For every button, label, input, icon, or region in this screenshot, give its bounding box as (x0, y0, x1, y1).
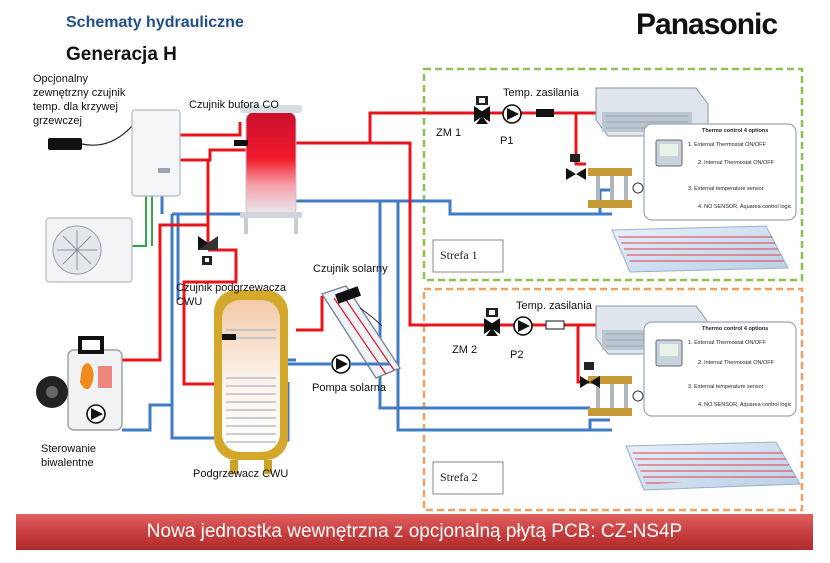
zone1-pump-label: P1 (500, 135, 514, 147)
dhw-tank-label: Podgrzewacz CWU (193, 468, 289, 480)
zone2-frame (422, 287, 804, 512)
zone1-flow-sensor (536, 109, 554, 117)
zone2-label-box (432, 461, 504, 495)
outdoor-sensor-label: Opcjonalny zewnętrzny czujnik temp. dla … (33, 72, 125, 128)
buffer-sensor (234, 140, 248, 146)
zone1-thermo-option-3: 3. External temperature sensor (688, 186, 764, 192)
footer-banner: Nowa jednostka wewnętrzna z opcjonalną p… (16, 514, 813, 550)
bivalent-label-line1: Sterowanie (41, 443, 97, 455)
outdoor-sensor-label-line4: grzewczej (33, 115, 82, 127)
dhw-sensor-label-line1: Czujnik podgrzewacza (176, 282, 287, 294)
bivalent-label: Sterowanie biwalentne (41, 442, 96, 470)
zone1-pump (502, 104, 522, 124)
zone1-manifold (566, 154, 644, 208)
zone1-thermo-option-1: 1. External Thermostat ON/OFF (688, 142, 766, 148)
zone2-label: Strefa 2 (440, 470, 478, 484)
generation-title: Generacja H (66, 44, 177, 65)
bivalent-boiler (36, 336, 123, 431)
zone2-flow-sensor (545, 320, 565, 330)
diverter-valve (198, 236, 218, 265)
zone1-mixing-valve (474, 96, 490, 124)
zone2-manifold (580, 362, 644, 416)
solar-collector (320, 285, 402, 379)
buffer-tank (245, 111, 297, 217)
solar-pump-label: Pompa solarna (312, 382, 386, 394)
indoor-unit (131, 109, 181, 197)
signal-lines (130, 196, 153, 247)
zone2-thermo-title: Thermo control 4 options (702, 326, 769, 332)
zone1-flow-temp-label: Temp. zasilania (503, 87, 579, 99)
zone2-mixer-label: ZM 2 (452, 344, 478, 356)
zone1-thermo-option-4: 4. NO SENSOR, Aquarea control logic (698, 204, 792, 210)
solar-pump (331, 354, 351, 374)
zone2-pump-label: P2 (510, 349, 524, 361)
zone2-pump (513, 316, 533, 336)
zone2-thermo-option-2: 2. Internal Thermostat ON/OFF (698, 360, 775, 366)
dhw-sensor-label-line2: CWU (176, 296, 203, 308)
zone1-floor-heating (611, 225, 789, 273)
zone2-flow-temp-label: Temp. zasilania (516, 300, 592, 312)
zone2-floor-heating (625, 441, 801, 491)
zone1-thermo-title: Thermo control 4 options (702, 128, 769, 134)
outdoor-sensor-label-line1: Opcjonalny (33, 73, 89, 85)
brand-logo: Panasonic (636, 8, 778, 41)
return-pipes (122, 188, 612, 442)
flow-pipes (122, 105, 602, 386)
bivalent-label-line2: biwalentne (41, 457, 94, 469)
outdoor-sensor-label-line2: zewnętrzny czujnik (33, 87, 126, 99)
zone2-thermo-option-3: 3. External temperature sensor (688, 384, 764, 390)
zone1-mixer-label: ZM 1 (436, 127, 462, 139)
zone2-thermo-option-4: 4. NO SENSOR, Aquarea control logic (698, 402, 792, 408)
dhw-sensor-label: Czujnik podgrzewacza CWU (176, 281, 286, 309)
zone1-thermo-option-2: 2. Internal Thermostat ON/OFF (698, 160, 775, 166)
outdoor-sensor (48, 138, 82, 150)
outdoor-sensor-label-line3: temp. dla krzywej (33, 101, 118, 113)
zone2-mixing-valve (484, 308, 500, 336)
solar-sensor-label: Czujnik solarny (313, 263, 388, 275)
zone1-label: Strefa 1 (440, 248, 478, 262)
buffer-sensor-label: Czujnik bufora CO (189, 99, 279, 111)
page-title: Schematy hydrauliczne (66, 14, 244, 31)
zone1-frame (422, 67, 804, 282)
zone2-thermo-option-1: 1. External Thermostat ON/OFF (688, 340, 766, 346)
dhw-sensor (222, 334, 236, 340)
zone1-label-box (432, 239, 504, 273)
